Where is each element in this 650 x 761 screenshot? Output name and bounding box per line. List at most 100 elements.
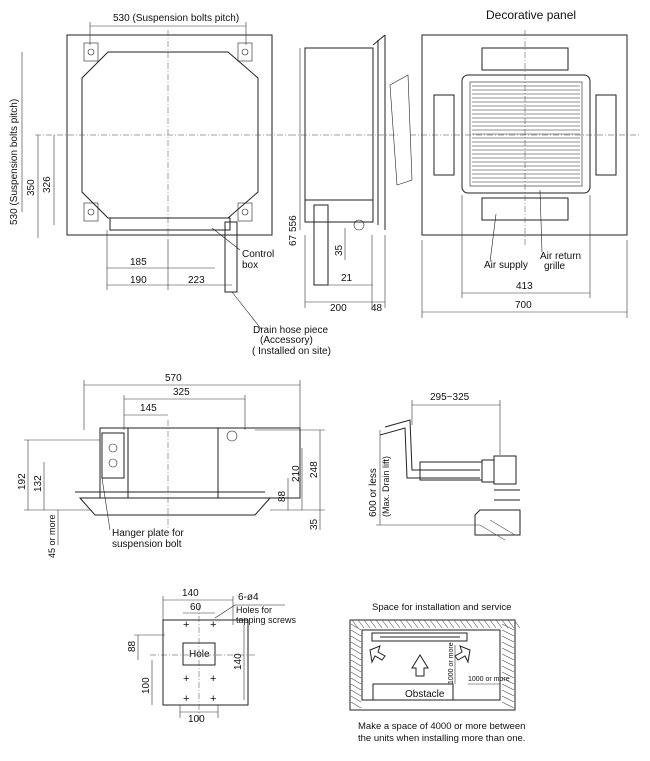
- section-panel: [78, 497, 272, 516]
- accessory-label: (Accessory): [260, 335, 313, 346]
- side-fitting: [353, 219, 365, 231]
- hanger-plate-label: Hanger plate for: [112, 528, 184, 539]
- section-core: [127, 427, 219, 499]
- hatch-line: [411, 619, 419, 629]
- grille-lines: [472, 85, 580, 183]
- hatch-line: [465, 619, 473, 629]
- obstacle-box: [372, 683, 454, 701]
- bolt-bracket: [83, 202, 99, 222]
- hatch-line: [357, 619, 365, 629]
- svg-text:+: +: [183, 673, 189, 685]
- dim-21: 21: [341, 273, 353, 284]
- hatch-line: [351, 619, 359, 629]
- hatch-line: [471, 619, 479, 629]
- dim-190: 190: [130, 275, 147, 286]
- dim-140-top: 140: [182, 588, 199, 599]
- air-supply-label: Air supply: [484, 260, 528, 271]
- hatch-line: [417, 619, 425, 629]
- unit-outline: [371, 632, 468, 642]
- hatch-line: [477, 619, 485, 629]
- svg-text:+: +: [210, 619, 216, 631]
- dim-88: 88: [277, 490, 288, 502]
- front-view: 530 (Suspension bolts pitch) 530 (Suspen…: [9, 13, 331, 357]
- dim-140-right: 140: [233, 653, 244, 670]
- hatch-line: [375, 619, 383, 629]
- bolt-hole: [87, 208, 95, 216]
- dim-left-350: 350: [26, 179, 37, 196]
- dim-35-mid: 35: [309, 518, 320, 530]
- middle-view: 570 325 145 192 132 45 or more 248 210 8…: [17, 373, 325, 558]
- hatch-line: [489, 619, 497, 629]
- bolt-hole: [241, 208, 249, 216]
- hatch-line: [501, 623, 515, 631]
- hatch-line: [350, 665, 362, 673]
- bolt-hole: [87, 48, 95, 56]
- arrow-up-icon: [411, 654, 429, 677]
- space-note-1: Make a space of 4000 or more between: [358, 721, 525, 732]
- svg-text:+: +: [183, 619, 189, 631]
- bolt-bracket: [237, 202, 253, 222]
- dim-45-or-more: 45 or more: [47, 514, 57, 558]
- dim-35: 35: [334, 244, 345, 256]
- grille-label: grille: [544, 261, 566, 272]
- dim-1000-horizontal: 1000 or more: [468, 676, 510, 683]
- hatch-line: [350, 701, 362, 709]
- hatch-line: [435, 619, 443, 629]
- tapping-holes: + + + + + +: [183, 619, 216, 705]
- hatch-line: [369, 619, 377, 629]
- obstacle-label: Obstacle: [405, 689, 445, 700]
- side-body: [304, 47, 374, 201]
- bolt-bracket: [83, 42, 99, 62]
- hatch-line: [350, 671, 362, 679]
- hatch-line: [501, 695, 515, 703]
- side-view: 556 67 35 21 200 48: [288, 34, 413, 314]
- hatch-line: [350, 659, 362, 667]
- dim-132: 132: [33, 475, 44, 492]
- hatch-line: [350, 635, 362, 643]
- panel-title: Decorative panel: [486, 8, 576, 22]
- dim-700: 700: [515, 300, 532, 311]
- hatch-line: [363, 619, 371, 629]
- hatch-line: [387, 619, 395, 629]
- holes-count: 6-ø4: [238, 592, 259, 603]
- hatch-line: [447, 619, 455, 629]
- suspension-bolt-label: suspension bolt: [112, 539, 182, 550]
- drain-pipe-route: [384, 419, 480, 471]
- section-fitting: [226, 430, 238, 442]
- hole-label: Hole: [189, 649, 210, 660]
- dim-100-left: 100: [141, 677, 152, 694]
- bolt-hole: [241, 48, 249, 56]
- dim-600-or-less: 600 or less: [368, 468, 379, 517]
- space-note-2: the units when installing more than one.: [358, 733, 525, 744]
- dim-88-hole: 88: [127, 640, 138, 652]
- hatch-line: [350, 629, 362, 637]
- dim-1000-vertical: 1000 or more: [448, 642, 455, 684]
- hatch-line: [501, 641, 515, 649]
- hatch-line: [501, 689, 515, 697]
- hatch-line: [350, 677, 362, 685]
- return-grille: [461, 74, 591, 194]
- dim-200: 200: [330, 303, 347, 314]
- hatch-line: [441, 619, 449, 629]
- control-box: [109, 217, 231, 231]
- hatch-line: [501, 629, 515, 637]
- space-title: Space for installation and service: [372, 602, 511, 613]
- hatch-line: [453, 619, 461, 629]
- drain-hose: [419, 461, 483, 481]
- hatch-line: [350, 647, 362, 655]
- dim-248: 248: [309, 461, 320, 478]
- svg-text:+: +: [210, 693, 216, 705]
- dim-223: 223: [188, 275, 205, 286]
- hatch-line: [350, 653, 362, 661]
- grille-inner: [469, 81, 583, 187]
- hatch-line: [501, 701, 515, 709]
- svg-text:+: +: [210, 673, 216, 685]
- hatch-line: [501, 671, 515, 679]
- hatch-line: [381, 619, 389, 629]
- dim-100-bottom: 100: [188, 714, 205, 725]
- dim-48: 48: [371, 303, 383, 314]
- hatch-line: [350, 623, 362, 631]
- space-view: Space for installation and service Obsta…: [349, 602, 525, 744]
